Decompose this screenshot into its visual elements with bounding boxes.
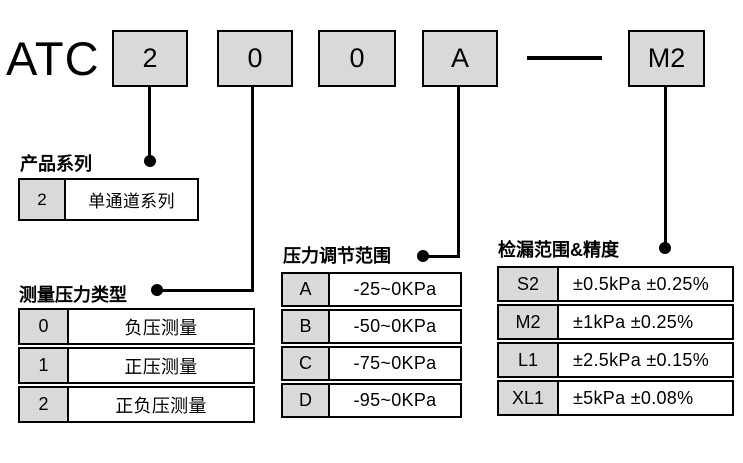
pressure-type-connector-vline [251,85,254,292]
key-cell: A [283,274,330,305]
key-cell: C [283,348,330,379]
pressure-type-table: 0 负压测量 1 正压测量 2 正负压测量 [18,308,255,425]
table-row: XL1 ±5kPa ±0.08% [497,380,734,416]
code-box-adjust-range: A [422,30,498,87]
value-cell: 负压测量 [124,317,198,338]
pressure-type-connector-dot [151,284,163,296]
adjust-range-connector-vline [457,85,460,258]
code-box-pressure-type: 0 [217,30,293,87]
key-cell: 1 [20,349,69,382]
table-row: 2 正负压测量 [18,386,255,423]
adjust-range-connector-dot [417,250,429,262]
table-row: C -75~0KPa [281,346,462,381]
key-cell: D [283,385,330,416]
adjust-range-title: 压力调节范围 [283,246,391,266]
value-cell: ±2.5kPa ±0.15% [573,349,710,370]
pressure-type-connector-hline [157,289,254,292]
table-row: M2 ±1kPa ±0.25% [497,304,734,340]
table-row: 2 单通道系列 [18,178,199,221]
key-cell: M2 [499,306,559,338]
table-row: A -25~0KPa [281,272,462,307]
leak-accuracy-title: 检漏范围&精度 [498,240,619,260]
value-cell: ±0.5kPa ±0.25% [573,273,710,294]
code-separator-dash [527,56,602,60]
table-row: 1 正压测量 [18,347,255,384]
code-box-series: 2 [112,30,188,87]
value-cell: -75~0KPa [353,353,437,373]
code-box-leak-grade: M2 [628,30,705,87]
table-row: 0 负压测量 [18,308,255,345]
series-connector-dot [144,155,156,167]
leak-accuracy-table: S2 ±0.5kPa ±0.25% M2 ±1kPa ±0.25% L1 ±2.… [497,266,734,418]
code-box-third: 0 [318,30,396,87]
brand-text: ATC [6,32,100,85]
key-cell: 2 [20,388,69,421]
key-cell: B [283,311,330,342]
pressure-type-title: 测量压力类型 [19,285,127,305]
table-row: S2 ±0.5kPa ±0.25% [497,266,734,302]
table-row: B -50~0KPa [281,309,462,344]
key-cell: 2 [20,180,66,219]
adjust-range-table: A -25~0KPa B -50~0KPa C -75~0KPa D -95~0… [281,272,462,420]
key-cell: XL1 [499,382,559,414]
value-cell: -25~0KPa [353,279,437,299]
table-row: D -95~0KPa [281,383,462,418]
value-cell: -50~0KPa [353,316,437,336]
value-cell: 正负压测量 [115,395,207,416]
product-series-title: 产品系列 [20,154,92,174]
key-cell: 0 [20,310,69,343]
key-cell: S2 [499,268,559,300]
series-connector-vline [148,85,151,161]
leak-connector-dot [659,242,671,254]
key-cell: L1 [499,344,559,376]
adjust-range-connector-hline [423,255,460,258]
value-cell: ±5kPa ±0.08% [573,387,694,408]
table-row: L1 ±2.5kPa ±0.15% [497,342,734,378]
product-series-table: 2 单通道系列 [18,178,199,221]
value-cell: ±1kPa ±0.25% [573,311,694,332]
value-cell: -95~0KPa [353,390,437,410]
value-cell: 单通道系列 [88,192,175,211]
value-cell: 正压测量 [124,356,198,377]
leak-connector-vline [664,85,667,250]
